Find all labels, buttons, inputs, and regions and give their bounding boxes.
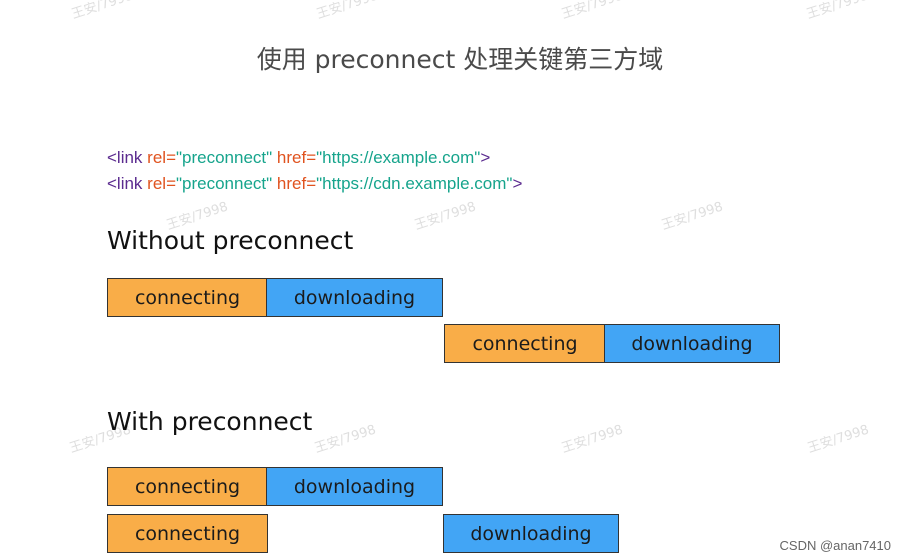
with-row2-connecting-bar: connecting (107, 514, 268, 553)
with-preconnect-heading: With preconnect (107, 407, 313, 436)
watermark: 王安/7998 (805, 422, 871, 457)
with-row1-connecting-bar: connecting (107, 467, 268, 506)
without-row2-connecting-bar: connecting (444, 324, 606, 363)
code-rel-value: "preconnect" (176, 148, 273, 167)
watermark: 王安/7998 (804, 0, 870, 23)
watermark: 王安/7998 (659, 199, 725, 234)
without-row1-downloading-bar: downloading (266, 278, 443, 317)
code-line-cdn: <link rel="preconnect" href="https://cdn… (107, 174, 522, 194)
watermark: 王安/7998 (312, 422, 378, 457)
watermark: 王安/7998 (69, 0, 135, 23)
watermark: 王安/7998 (559, 0, 625, 23)
code-href-attr: href= (272, 148, 317, 167)
watermark: 王安/7998 (412, 199, 478, 234)
watermark: 王安/7998 (559, 422, 625, 457)
without-row1-connecting-bar: connecting (107, 278, 268, 317)
with-row2-downloading-bar: downloading (443, 514, 619, 553)
code-tag-open: <link (107, 148, 148, 167)
page-title: 使用 preconnect 处理关键第三方域 (256, 45, 664, 74)
without-row2-downloading-bar: downloading (604, 324, 780, 363)
footer-credit: CSDN @anan7410 (779, 538, 891, 553)
code-tag-open: <link (107, 174, 148, 193)
code-tag-close: > (512, 174, 523, 193)
code-rel-attr: rel= (147, 148, 176, 167)
code-tag-close: > (480, 148, 491, 167)
code-rel-value: "preconnect" (176, 174, 273, 193)
with-row1-downloading-bar: downloading (266, 467, 443, 506)
code-href-value: "https://cdn.example.com" (316, 174, 513, 193)
watermark: 王安/7998 (314, 0, 380, 23)
code-rel-attr: rel= (147, 174, 176, 193)
code-line-example: <link rel="preconnect" href="https://exa… (107, 148, 490, 168)
code-href-attr: href= (272, 174, 317, 193)
without-preconnect-heading: Without preconnect (107, 226, 354, 255)
code-href-value: "https://example.com" (316, 148, 481, 167)
